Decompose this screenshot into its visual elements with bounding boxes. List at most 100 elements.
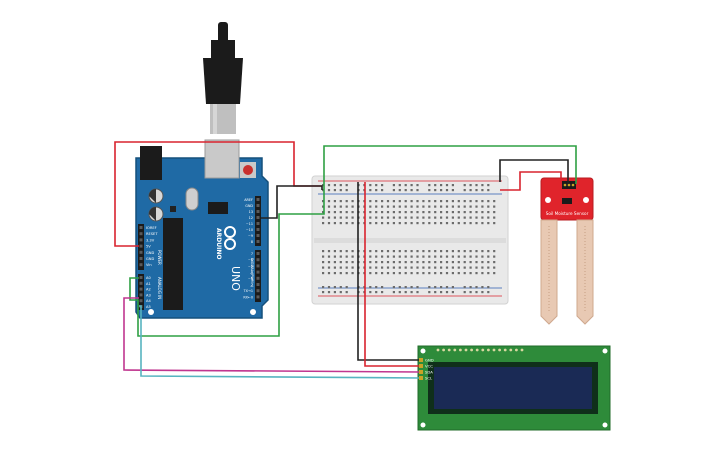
digital-pin-label: GND — [245, 204, 253, 208]
digital-pin-label: ~3 — [248, 277, 253, 281]
header-pin[interactable] — [256, 264, 260, 268]
lcd-pin-label: SCL — [425, 376, 433, 381]
digital-pin-label: 7 — [251, 252, 253, 256]
header-pin[interactable] — [256, 228, 260, 231]
header-pin[interactable] — [139, 238, 143, 242]
header-pin[interactable] — [256, 295, 260, 299]
power-pin-label: GND — [146, 251, 154, 255]
header-pin[interactable] — [256, 198, 260, 201]
analog-label: ANALOG IN — [157, 277, 162, 299]
lcd-screen — [434, 367, 592, 409]
sensor-label: Soil Moisture Sensor — [546, 211, 589, 216]
breadboard[interactable] — [311, 175, 509, 305]
lcd-header-pad — [447, 348, 451, 352]
header-pin[interactable] — [139, 263, 143, 267]
breadboard-holes[interactable] — [322, 184, 496, 294]
lcd-pin-label: VCC — [425, 364, 433, 369]
lcd-header-pad — [492, 348, 496, 352]
wire-cyan-scl[interactable] — [139, 305, 420, 379]
digital-header-top — [255, 196, 261, 246]
header-pin[interactable] — [139, 232, 143, 236]
arduino-uno-board[interactable]: ARDUINO UNO POWER ANALOG IN DIGITAL (PWM… — [135, 139, 269, 319]
lcd-header-pad — [520, 348, 524, 352]
reset-button[interactable] — [243, 165, 253, 175]
digital-label: DIGITAL (PWM~) — [250, 258, 254, 288]
header-pin[interactable] — [256, 276, 260, 280]
lcd-pin[interactable] — [419, 364, 423, 368]
digital-pin-label: 2 — [251, 283, 253, 287]
header-pin[interactable] — [256, 283, 260, 286]
header-pin[interactable] — [139, 226, 143, 229]
lcd-header-pad — [459, 348, 462, 352]
header-pin[interactable] — [256, 258, 260, 262]
lcd-header-pad — [475, 348, 479, 352]
lcd-pin-label: GND — [425, 358, 434, 363]
header-pin[interactable] — [139, 276, 143, 279]
power-pin-label: GND — [146, 257, 154, 261]
header-pin[interactable] — [256, 216, 260, 219]
lcd-pin[interactable] — [419, 370, 423, 374]
wire-black-gnd-sensor[interactable] — [499, 159, 569, 184]
board-model: UNO — [229, 266, 242, 291]
digital-pin-label: TX→1 — [243, 289, 253, 293]
digital-pin-label: 12 — [249, 216, 253, 220]
header-pin[interactable] — [139, 293, 143, 297]
power-pin-label: 5V — [146, 245, 151, 249]
header-pin[interactable] — [139, 287, 143, 291]
analog-header — [138, 274, 144, 310]
digital-pin-label: 8 — [251, 240, 253, 244]
lcd-header-pad — [436, 348, 440, 352]
power-pin-label: Vin — [146, 263, 152, 267]
lcd-header-pad — [487, 348, 490, 352]
wires — [114, 141, 577, 379]
lcd-pin[interactable] — [419, 376, 423, 380]
header-pin[interactable] — [256, 204, 260, 207]
wire-black-lcd-gnd[interactable] — [357, 182, 419, 361]
header-pin[interactable] — [256, 234, 260, 237]
header-pin[interactable] — [256, 270, 260, 274]
mount-hole — [250, 309, 256, 315]
microcontroller-chip — [163, 218, 183, 310]
header-pin[interactable] — [139, 281, 143, 285]
digital-pin-label: AREF — [244, 198, 253, 202]
digital-pin-label: ~6 — [248, 258, 253, 262]
power-pin-label: 3.3V — [146, 238, 155, 242]
header-pin[interactable] — [256, 222, 260, 225]
lcd-header-pad — [498, 348, 501, 352]
header-pin[interactable] — [139, 299, 143, 303]
wire-black-gnd[interactable] — [261, 185, 323, 219]
header-pin[interactable] — [139, 257, 143, 260]
usb-jack — [204, 139, 240, 179]
lcd-header-pad — [509, 348, 513, 352]
board-brand: ARDUINO — [215, 228, 222, 259]
power-pin-label: IOREF — [146, 226, 157, 230]
lcd-header-pad — [481, 348, 485, 352]
analog-pin-label: A3 — [146, 293, 151, 297]
wire-red-lcd-vcc[interactable] — [364, 182, 419, 367]
usb-cable[interactable] — [203, 22, 243, 134]
lcd-header-pad — [453, 348, 457, 352]
digital-pin-label: ~10 — [246, 228, 253, 232]
analog-pin-label: A2 — [146, 288, 151, 292]
lcd-header-pad — [442, 348, 445, 352]
analog-pin-label: A1 — [146, 282, 151, 286]
header-pin[interactable] — [139, 250, 143, 254]
digital-pin-label: 4 — [251, 271, 253, 275]
wire-green-a0[interactable] — [129, 145, 577, 337]
lcd-header-pad — [503, 348, 507, 352]
power-label: POWER — [157, 250, 162, 265]
header-pin[interactable] — [256, 210, 260, 213]
wire-magenta-sda[interactable] — [123, 297, 420, 373]
soil-moisture-sensor[interactable]: Soil Moisture Sensor — [540, 177, 594, 325]
header-pin[interactable] — [256, 240, 260, 243]
header-pin[interactable] — [256, 289, 260, 293]
digital-pin-label: ~5 — [248, 264, 253, 268]
header-pin[interactable] — [139, 244, 143, 248]
lcd-header-pad — [470, 348, 473, 352]
lcd-pin[interactable] — [419, 358, 423, 362]
header-pin[interactable] — [256, 252, 260, 255]
wire-red-vcc-sensor[interactable] — [500, 171, 562, 191]
lcd-header-pad — [515, 348, 518, 352]
